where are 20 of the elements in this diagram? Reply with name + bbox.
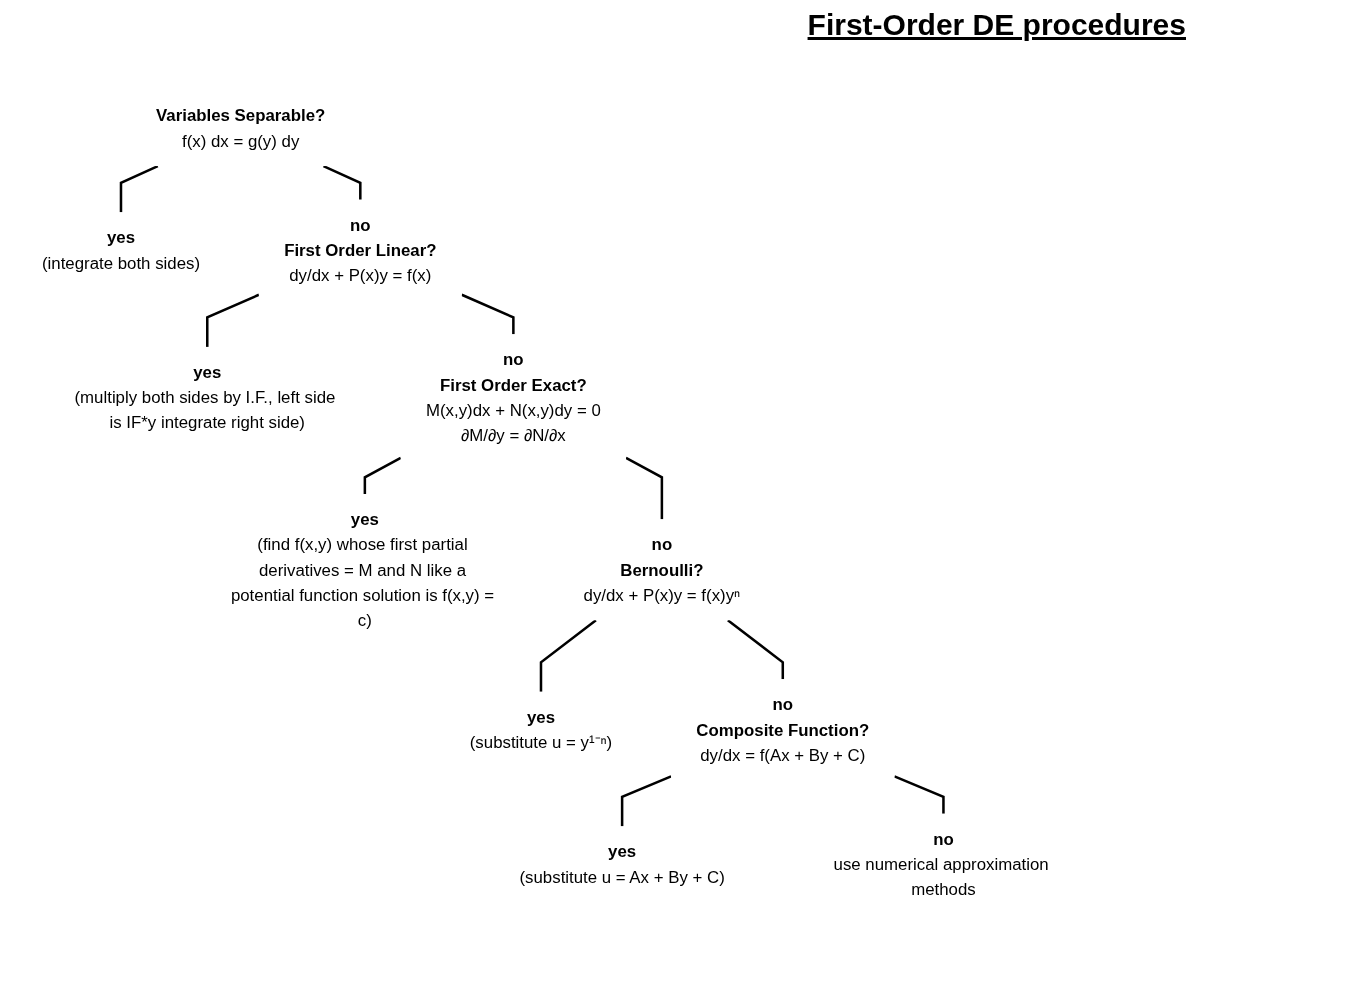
- node-text: yes (find f(x,y) whose first partial derivatives = M and N like a potential function solution is f(x,y) = c): [230, 510, 495, 630]
- connector: [894, 775, 945, 814]
- node-text: yes (substitute u = y¹⁻ⁿ): [469, 707, 613, 752]
- node-text: no First Order Linear? dy/dx + P(x)y = f(x): [284, 215, 437, 285]
- connector: [727, 619, 785, 680]
- diagram-title: First-Order DE procedures: [807, 8, 1186, 42]
- connector: [206, 293, 260, 347]
- node-text: yes (integrate both sides): [41, 228, 201, 273]
- node-text: Variables Separable? f(x) dx = g(y) dy: [156, 106, 326, 151]
- node-text: yes (multiply both sides by I.F., left side is IF*y integrate right side): [74, 362, 336, 432]
- node-text: no Bernoulli? dy/dx + P(x)y = f(x)yⁿ: [583, 535, 741, 605]
- connector: [363, 456, 402, 495]
- connector: [620, 775, 672, 827]
- node-text: no First Order Exact? M(x,y)dx + N(x,y)dy = 0 ∂M/∂y = ∂N/∂x: [425, 350, 601, 445]
- connector: [322, 164, 362, 200]
- node-text: yes (substitute u = Ax + By + C): [519, 842, 725, 887]
- node-text: no Composite Function? dy/dx = f(Ax + By + C): [696, 695, 870, 765]
- connector: [461, 293, 515, 335]
- connector: [539, 619, 597, 692]
- node-text: no use numerical approximation methods: [833, 829, 1049, 899]
